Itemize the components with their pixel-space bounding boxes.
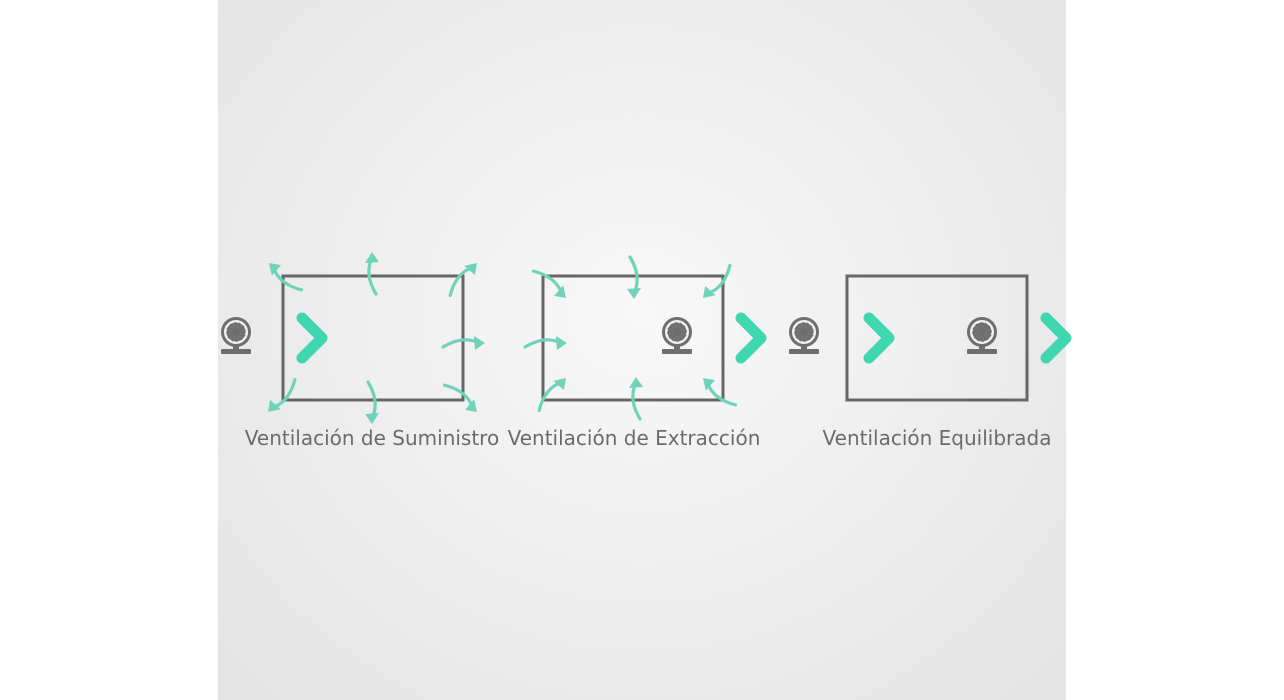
air-leak-arrow-icon bbox=[627, 375, 645, 421]
fan-icon bbox=[967, 317, 997, 354]
air-leak-arrow-icon bbox=[529, 261, 573, 305]
diagram-panel bbox=[218, 0, 1066, 700]
airflow-arrow-icon bbox=[829, 318, 889, 358]
air-leak-arrow-icon bbox=[363, 250, 381, 296]
fan-icon bbox=[789, 317, 819, 354]
balanced-diagram: Ventilación Equilibrada bbox=[789, 274, 1066, 450]
balanced-label: Ventilación Equilibrada bbox=[823, 426, 1052, 450]
air-leak-arrow-icon bbox=[696, 261, 740, 305]
extract-diagram: Ventilación de Extracción bbox=[508, 255, 761, 450]
airflow-arrow-icon bbox=[1006, 318, 1066, 358]
fan-icon bbox=[662, 317, 692, 354]
supply-diagram: Ventilación de Suministro bbox=[221, 250, 499, 450]
supply-label: Ventilación de Suministro bbox=[245, 426, 499, 450]
air-leak-arrow-icon bbox=[696, 371, 740, 415]
airflow-arrow-icon bbox=[262, 318, 322, 358]
air-leak-arrow-icon bbox=[363, 380, 381, 426]
air-leak-arrow-icon bbox=[529, 371, 573, 415]
air-leak-arrow-icon bbox=[523, 334, 569, 352]
fan-icon bbox=[221, 317, 251, 354]
air-leak-arrow-icon bbox=[625, 255, 643, 301]
extract-label: Ventilación de Extracción bbox=[508, 426, 761, 450]
airflow-arrow-icon bbox=[701, 318, 761, 358]
